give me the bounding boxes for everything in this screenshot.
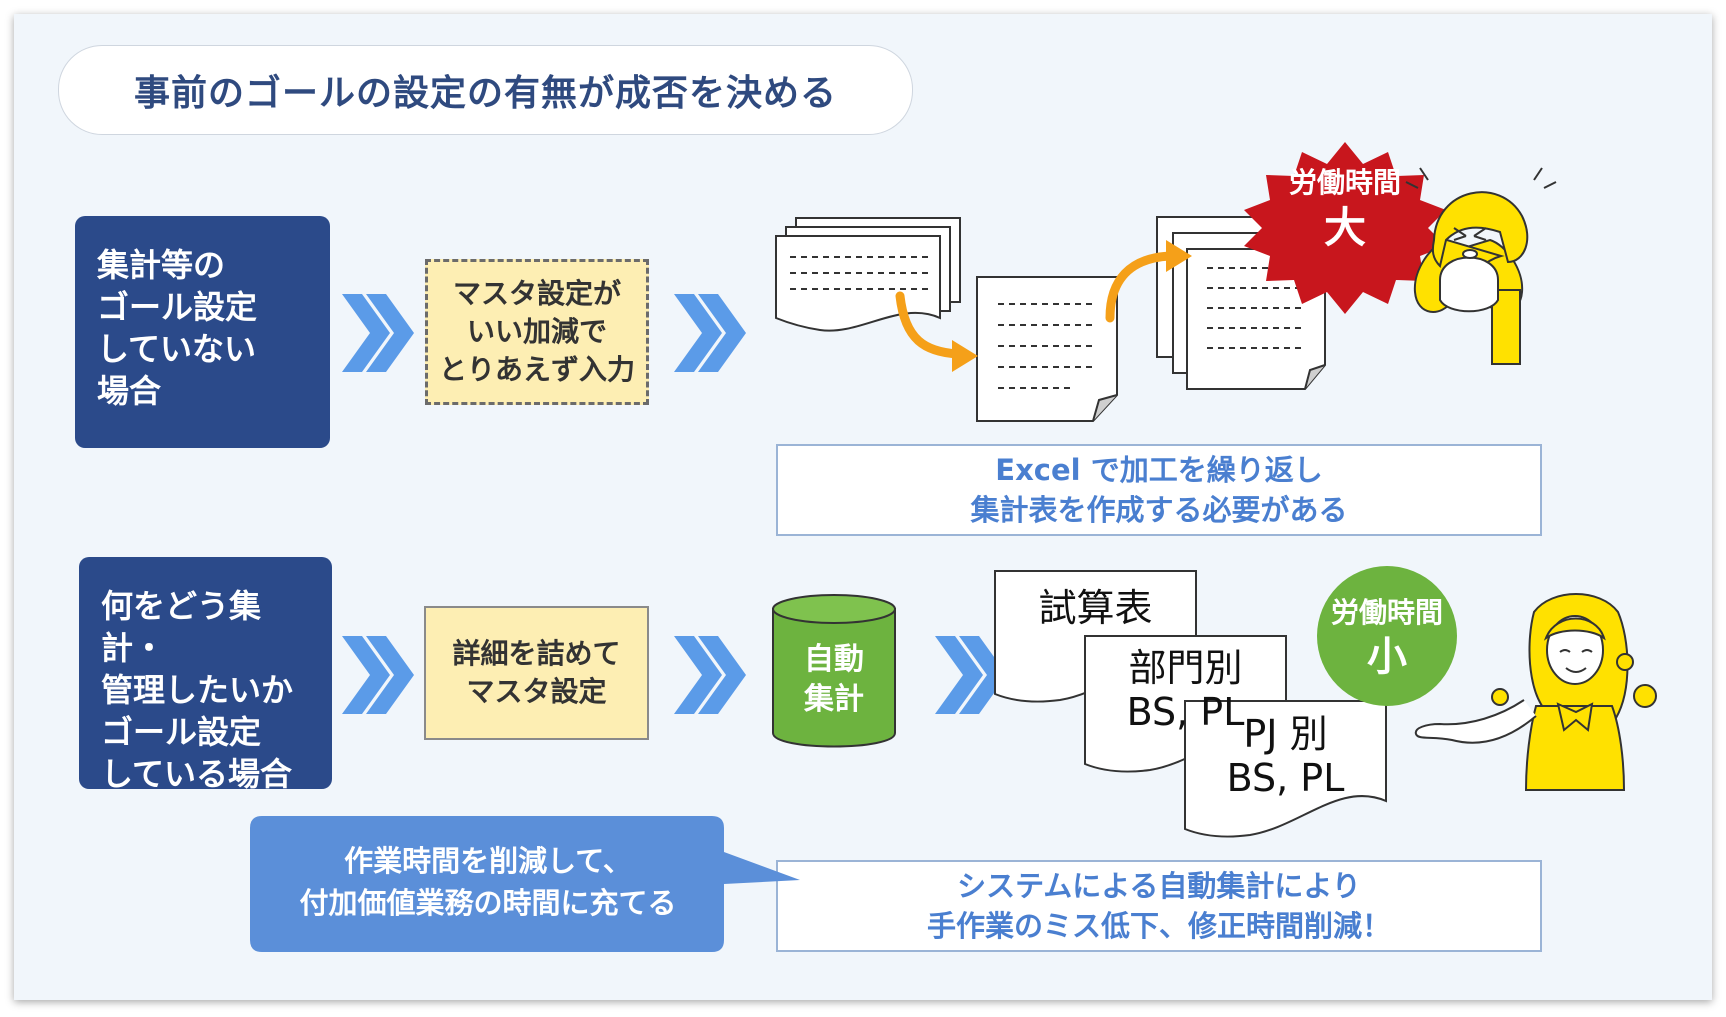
workload-low-badge-icon <box>1317 566 1457 706</box>
note-auto-aggregation: システムによる自動集計により 手作業のミス低下、修正時間削減！ <box>776 860 1542 952</box>
project-bs-pl-label: PJ 別 BS, PL <box>1226 712 1345 800</box>
arrowhead-icon <box>952 240 1192 372</box>
trial-balance-label: 試算表 <box>1038 586 1153 630</box>
report-document-icon <box>1184 700 1387 838</box>
stressed-person-icon <box>1405 167 1557 365</box>
callout-bubble <box>250 816 800 952</box>
workload-low-value: 小 <box>1367 634 1407 680</box>
step-detailed-master-setup: 詳細を詰めて マスタ設定 <box>424 606 649 740</box>
presenting-person-icon <box>1414 593 1657 791</box>
chevron-arrow-icon <box>342 636 414 714</box>
workload-high-burst-icon <box>1244 142 1446 314</box>
step-careless-master-setup: マスタ設定が いい加減で とりあえず入力 <box>425 259 649 405</box>
workload-low-label: 労働時間 <box>1330 596 1443 629</box>
chevron-arrow-icon <box>674 294 746 372</box>
document-stack-icon <box>775 217 961 332</box>
database-icon <box>772 594 896 748</box>
workload-high-value: 大 <box>1323 203 1366 252</box>
page-title: 事前のゴールの設定の有無が成否を決める <box>58 45 913 135</box>
workload-high-label: 労働時間 <box>1288 166 1401 199</box>
case-no-goal-label: 集計等の ゴール設定 していない 場合 <box>75 216 330 448</box>
process-arrow-icon <box>895 251 1175 359</box>
chevron-arrow-icon <box>674 636 746 714</box>
callout-text: 作業時間を削減して、 付加価値業務の時間に充てる <box>299 844 677 920</box>
note-excel-rework: Excel で加工を繰り返し 集計表を作成する必要がある <box>776 444 1542 536</box>
document-icon <box>976 276 1118 422</box>
department-bs-pl-label: 部門別 BS, PL <box>1126 646 1245 730</box>
case-with-goal-label: 何をどう集計・ 管理したいか ゴール設定 している場合 <box>79 557 332 793</box>
chevron-arrow-icon <box>342 294 414 372</box>
auto-aggregation-label: 自動 集計 <box>804 642 864 717</box>
